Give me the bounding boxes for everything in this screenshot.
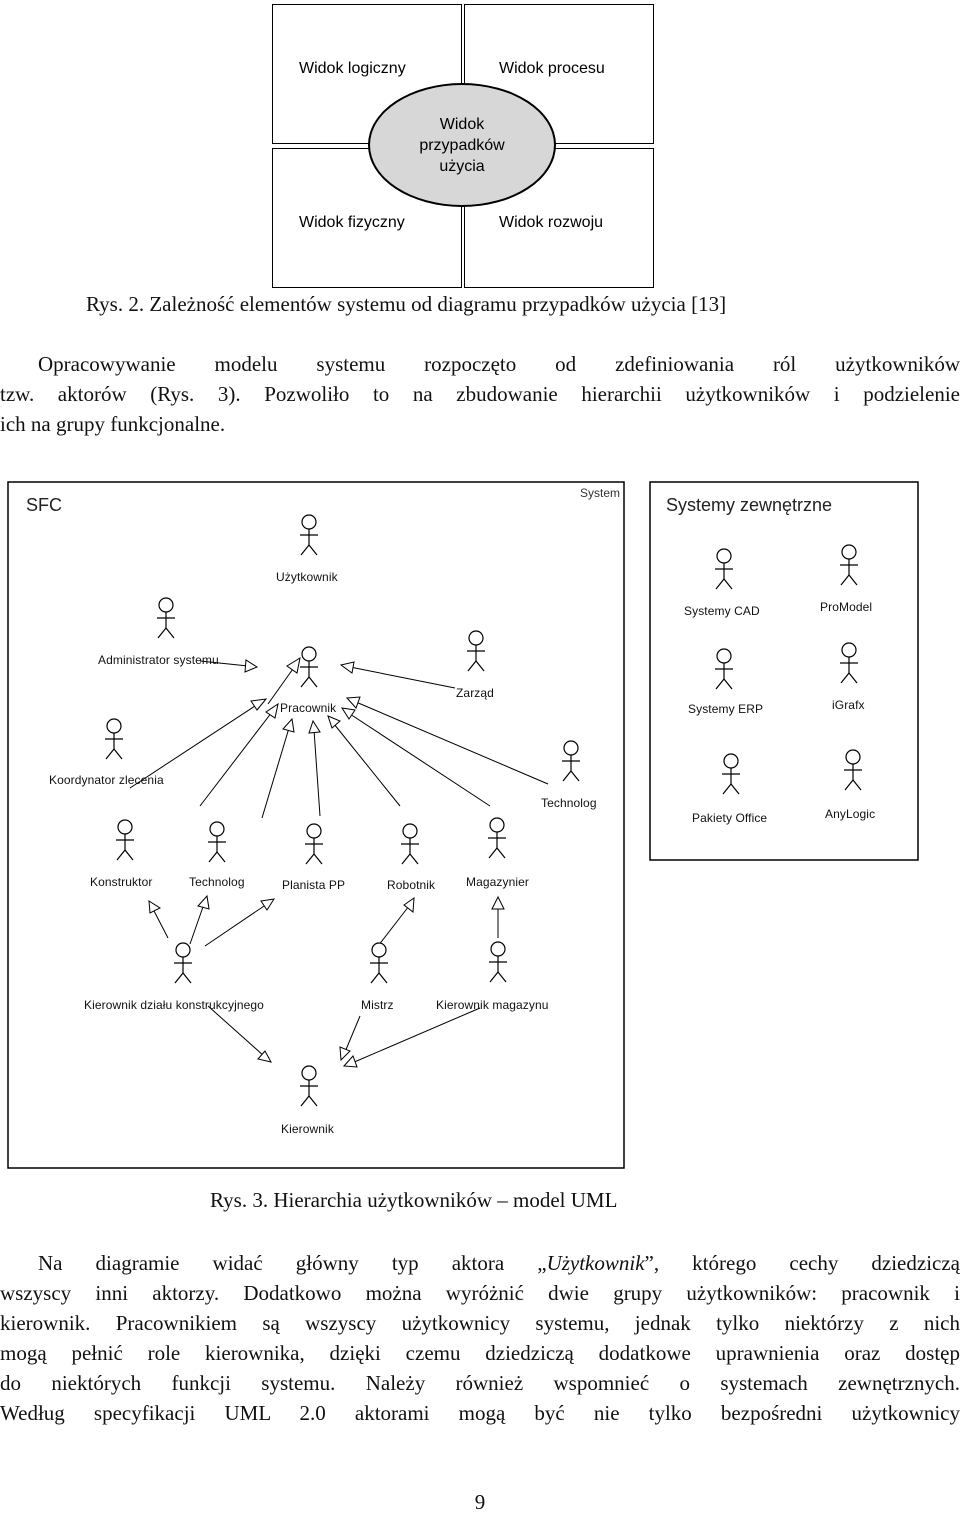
uml-actor-diagram: SFC System Systemy zewnętrzne Użytkownik… (0, 476, 960, 1176)
generalization-arrows (129, 656, 549, 1068)
page-number: 9 (474, 1490, 486, 1514)
zarzad-actor-icon (466, 630, 486, 672)
label-konstruktor: Konstruktor (90, 875, 153, 889)
system-label: System (580, 486, 621, 500)
magazynier-actor-icon (487, 817, 507, 859)
logical-view-box: Widok logiczny (272, 4, 462, 144)
administrator-actor-icon (156, 597, 176, 639)
paragraph-2-line-1-start: Na diagramie widać główny typ aktora „ (38, 1251, 547, 1275)
paragraph-1: Opracowywanie modelu systemu rozpoczęto … (0, 349, 960, 439)
label-magazynier: Magazynier (466, 875, 530, 889)
anylogic-actor-icon (843, 749, 863, 791)
label-robotnik: Robotnik (387, 878, 436, 892)
label-planista: Planista PP (282, 878, 346, 892)
use-case-view-ellipse: Widok przypadków użycia (368, 83, 556, 207)
logical-view-label: Widok logiczny (299, 60, 406, 77)
paragraph-1-line-1: Opracowywanie modelu systemu rozpoczęto … (38, 352, 960, 376)
label-mistrz: Mistrz (361, 998, 394, 1012)
paragraph-2-line-1-end: ”, którego cechy dziedziczą (644, 1251, 960, 1275)
planista-actor-icon (304, 823, 324, 865)
figure-views-diagram: Widok logiczny Widok procesu Widok fizyc… (272, 4, 656, 288)
figure3-caption: Rys. 3. Hierarchia użytkowników – model … (210, 1188, 618, 1212)
process-view-label: Widok procesu (499, 60, 605, 77)
uml-diagram-canvas (7, 481, 919, 1169)
mistrz-actor-icon (369, 942, 389, 984)
paragraph-2-line-6: Według specyfikacji UML 2.0 aktorami mog… (0, 1401, 960, 1425)
label-kierownik: Kierownik (281, 1122, 334, 1136)
robotnik-actor-icon (400, 823, 420, 865)
use-case-view-label: Widok przypadków użycia (419, 115, 505, 175)
technolog-top-actor-icon (561, 740, 581, 782)
paragraph-2-line-3: kierownik. Pracownikiem są wszyscy użytk… (0, 1311, 960, 1335)
label-kier-mag: Kierownik magazynu (436, 998, 549, 1012)
physical-view-label: Widok fizyczny (299, 214, 405, 231)
label-anylogic: AnyLogic (825, 807, 876, 821)
paragraph-1-line-2: tzw. aktorów (Rys. 3). Pozwoliło to na z… (0, 382, 960, 406)
label-cad: Systemy CAD (684, 604, 760, 618)
promodel-actor-icon (839, 544, 859, 586)
label-koordynator: Koordynator zlecenia (49, 773, 164, 787)
kier-mag-actor-icon (488, 941, 508, 983)
paragraph-2-line-5: do niektórych funkcji systemu. Należy ró… (0, 1371, 960, 1395)
label-erp: Systemy ERP (688, 702, 764, 716)
paragraph-2-line-2: wszyscy inni aktorzy. Dodatkowo można wy… (0, 1281, 960, 1305)
paragraph-2: Na diagramie widać główny typ aktora „Uż… (0, 1248, 960, 1428)
label-office: Pakiety Office (692, 811, 768, 825)
physical-view-box: Widok fizyczny (272, 148, 462, 288)
external-systems-title: Systemy zewnętrzne (666, 495, 833, 515)
kierownik-actor-icon (299, 1065, 319, 1107)
development-view-label: Widok rozwoju (499, 214, 604, 231)
label-igrafx: iGrafx (832, 698, 865, 712)
label-administrator: Administrator systemu (98, 653, 219, 667)
external-systems-boundary (649, 481, 919, 861)
uzytkownik-actor-icon (299, 514, 319, 556)
technolog-actor-icon (207, 821, 227, 863)
igrafx-actor-icon (839, 642, 859, 684)
system-boundary (7, 481, 625, 1169)
label-technolog: Technolog (189, 875, 245, 889)
erp-actor-icon (714, 648, 734, 690)
label-uzytkownik: Użytkownik (276, 570, 338, 584)
pracownik-actor-icon (299, 646, 319, 688)
paragraph-1-line-3: ich na grupy funkcjonalne. (0, 412, 226, 436)
kier-konstr-actor-icon (173, 942, 193, 984)
label-kier-konstr: Kierownik działu konstrukcyjnego (84, 998, 264, 1012)
label-technolog-top: Technolog (541, 796, 597, 810)
figure2-caption: Rys. 2. Zależność elementów systemu od d… (86, 292, 727, 316)
koordynator-actor-icon (104, 718, 124, 760)
cad-actor-icon (714, 548, 734, 590)
konstruktor-actor-icon (115, 819, 135, 861)
paragraph-2-emphasis: Użytkownik (546, 1251, 645, 1275)
paragraph-2-line-1: Na diagramie widać główny typ aktora „Uż… (0, 1248, 960, 1278)
frame-title: SFC (26, 495, 62, 515)
paragraph-2-line-4: mogą pełnić role kierownika, dzięki czem… (0, 1341, 960, 1365)
office-actor-icon (721, 753, 741, 795)
label-zarzad: Zarząd (456, 686, 494, 700)
label-pracownik: Pracownik (280, 701, 337, 715)
label-promodel: ProModel (820, 600, 873, 614)
